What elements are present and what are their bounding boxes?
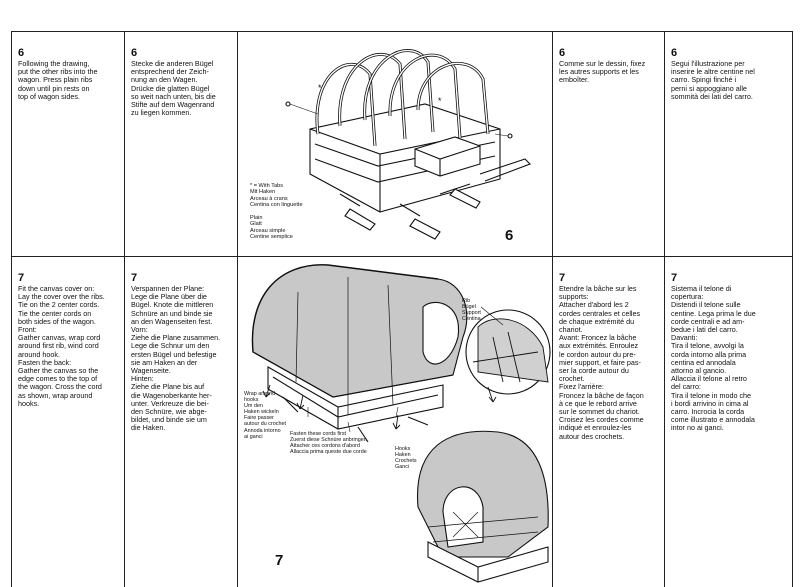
canvas-cover-illustration — [251, 264, 551, 583]
callout-hooks: Hooks Haken Crochets Ganci — [395, 446, 417, 471]
col-divider-3 — [552, 31, 553, 587]
step6-english: 6 Following the drawing, put the other r… — [18, 47, 122, 101]
step6-en-text: Following the drawing, put the other rib… — [18, 59, 98, 101]
top-border — [11, 31, 793, 32]
step6-de-number: 6 — [131, 47, 138, 59]
step7-en-text: Fit the canvas cover on: Lay the cover o… — [18, 284, 105, 408]
svg-text:*: * — [438, 96, 442, 106]
step7-german: 7 Verspannen der Plane: Lege die Plane ü… — [131, 272, 235, 433]
figure-6-number: 6 — [505, 227, 514, 244]
row-divider — [11, 256, 793, 257]
figure-7-number: 7 — [275, 552, 284, 569]
step7-de-text: Verspannen der Plane: Lege die Plane übe… — [131, 284, 221, 433]
left-border — [11, 31, 12, 587]
step6-german: 6 Stecke die anderen Bügel entsprechend … — [131, 47, 235, 117]
step7-english: 7 Fit the canvas cover on: Lay the cover… — [18, 272, 122, 408]
wagon-ribs-illustration: * * — [285, 49, 531, 240]
step7-french: 7 Etendre la bâche sur les supports: Att… — [559, 272, 663, 441]
callout-rib: Rib Bügel Support Centina — [462, 298, 481, 323]
col-divider-1 — [124, 31, 125, 587]
step7-it-text: Sistema il telone di copertura: Distendi… — [671, 284, 756, 433]
svg-text:*: * — [318, 83, 322, 93]
step7-italian: 7 Sistema il telone di copertura: Disten… — [671, 272, 789, 433]
step6-fr-number: 6 — [559, 47, 566, 59]
step7-it-number: 7 — [671, 272, 678, 284]
step6-it-text: Segui l'illustrazione per inserire le al… — [671, 59, 755, 101]
legend-plain: Plain Glatt Arceau simple Centine sempli… — [250, 215, 293, 241]
step7-fr-number: 7 — [559, 272, 566, 284]
col-divider-2 — [237, 31, 238, 587]
col-divider-4 — [664, 31, 665, 587]
step7-fr-text: Etendre la bâche sur les supports: Attac… — [559, 284, 644, 441]
callout-wrap-hooks: Wrap around hooks Um den Haken wickeln F… — [244, 391, 286, 440]
step7-de-number: 7 — [131, 272, 138, 284]
right-border — [792, 31, 793, 587]
step6-italian: 6 Segui l'illustrazione per inserire le … — [671, 47, 789, 101]
step6-fr-text: Comme sur le dessin, fixez les autres su… — [559, 59, 646, 85]
step6-it-number: 6 — [671, 47, 678, 59]
step6-en-number: 6 — [18, 47, 25, 59]
step6-de-text: Stecke die anderen Bügel entsprechend de… — [131, 59, 216, 118]
callout-fasten-cords: Fasten these cords first Zuerst diese Sc… — [290, 431, 367, 456]
step6-french: 6 Comme sur le dessin, fixez les autres … — [559, 47, 663, 85]
step7-en-number: 7 — [18, 272, 25, 284]
legend-with-tabs: * = With Tabs Mit Haken Arceau à crans C… — [250, 183, 303, 209]
